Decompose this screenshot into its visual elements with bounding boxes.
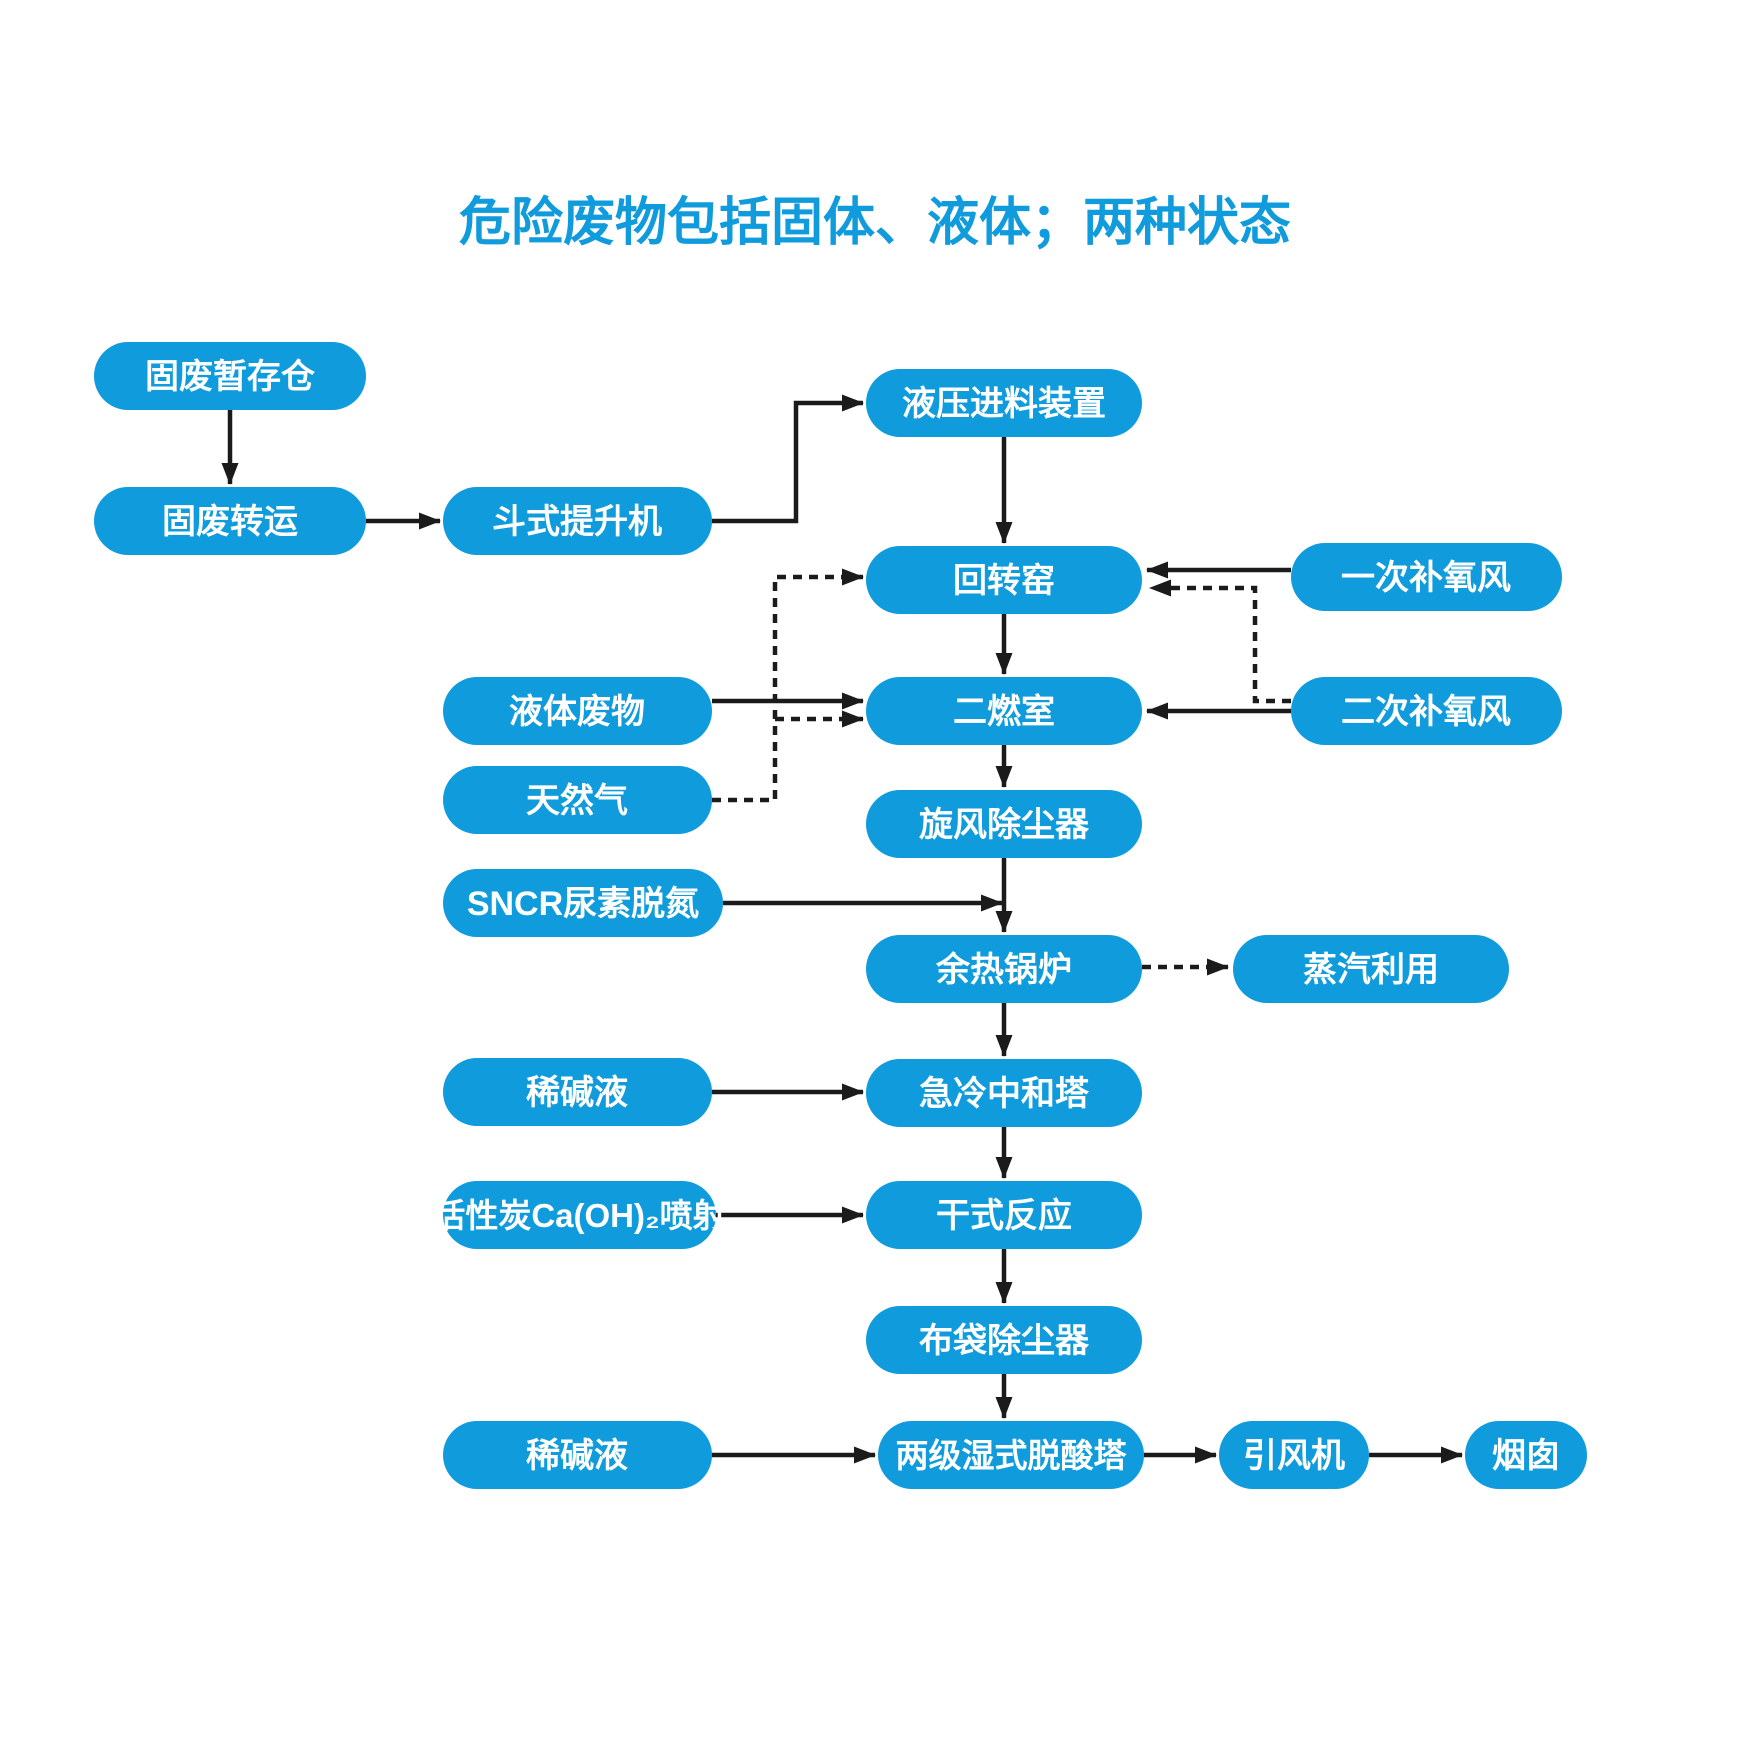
node-label: 一次补氧风 — [1341, 559, 1511, 597]
diagram-title: 危险废物包括固体、液体；两种状态 — [459, 194, 1291, 252]
node-pill — [1233, 935, 1509, 1003]
node-label: 二燃室 — [953, 692, 1055, 731]
node-dilute-alkali-2: 稀碱液 — [443, 1421, 712, 1489]
node-pill — [443, 766, 712, 834]
node-bag-filter: 布袋除尘器 — [866, 1306, 1142, 1374]
node-pill — [94, 487, 366, 555]
edges-solid — [221, 394, 1463, 1464]
node-label: 蒸汽利用 — [1303, 951, 1439, 989]
node-pill — [878, 1421, 1144, 1489]
node-pill — [443, 1181, 716, 1249]
node-pill — [1291, 677, 1562, 745]
node-label: 固废暂存仓 — [145, 358, 316, 396]
node-pill — [1291, 543, 1562, 611]
node-label: 旋风除尘器 — [919, 805, 1090, 844]
edge-elevator-to-feeder — [712, 394, 864, 524]
node-liquid-waste: 液体废物 — [443, 677, 712, 745]
node-pill — [1465, 1421, 1587, 1489]
node-pill — [94, 342, 366, 410]
node-hydraulic-feeding-device: 液压进料装置 — [866, 369, 1142, 437]
node-secondary-oxygen-air: 二次补氧风 — [1291, 677, 1562, 745]
node-quench-neutralization-tower: 急冷中和塔 — [866, 1059, 1142, 1127]
node-label: 稀碱液 — [526, 1437, 628, 1475]
node-label: 干式反应 — [936, 1197, 1072, 1235]
node-two-stage-wet-deacidification-tower: 两级湿式脱酸塔 — [878, 1421, 1144, 1489]
node-pill — [866, 677, 1142, 745]
node-pill — [866, 935, 1142, 1003]
node-label: 余热锅炉 — [935, 950, 1072, 989]
node-waste-heat-boiler: 余热锅炉 — [866, 935, 1142, 1003]
node-label: 天然气 — [526, 781, 628, 820]
node-secondary-combustion-chamber: 二燃室 — [866, 677, 1142, 745]
node-label: 活性炭Ca(OH)₂喷射 — [432, 1197, 725, 1234]
node-pill — [866, 369, 1142, 437]
node-pill — [443, 677, 712, 745]
node-cyclone-dust-collector: 旋风除尘器 — [866, 790, 1142, 858]
node-label: 两级湿式脱酸塔 — [896, 1437, 1128, 1474]
node-pill — [866, 546, 1142, 614]
node-pill — [866, 1306, 1142, 1374]
node-label: 回转窑 — [953, 562, 1055, 600]
node-label: 固废转运 — [162, 503, 298, 541]
node-solid-waste-storage-bin: 固废暂存仓 — [94, 342, 366, 410]
node-label: 稀碱液 — [526, 1074, 628, 1112]
node-pill — [443, 869, 723, 937]
node-sncr-urea-denitrification: SNCR尿素脱氮 — [443, 869, 723, 937]
node-pill — [1219, 1421, 1369, 1489]
edge-secondary-air-to-kiln — [1149, 579, 1291, 704]
node-label: 斗式提升机 — [492, 503, 662, 541]
node-pill — [443, 1058, 712, 1126]
node-steam-utilization: 蒸汽利用 — [1233, 935, 1509, 1003]
node-induced-draft-fan: 引风机 — [1219, 1421, 1369, 1489]
node-solid-waste-transfer: 固废转运 — [94, 487, 366, 555]
node-label: 急冷中和塔 — [919, 1075, 1090, 1113]
node-chimney: 烟囱 — [1465, 1421, 1587, 1489]
node-dry-reaction: 干式反应 — [866, 1181, 1142, 1249]
node-label: 烟囱 — [1492, 1437, 1560, 1475]
node-label: 引风机 — [1243, 1437, 1345, 1475]
node-label: 二次补氧风 — [1341, 693, 1511, 731]
node-label: 液压进料装置 — [902, 385, 1106, 423]
node-activated-carbon-caoh2-injection: 活性炭Ca(OH)₂喷射 — [432, 1181, 726, 1249]
node-pill — [866, 1059, 1142, 1127]
node-natural-gas: 天然气 — [443, 766, 712, 834]
node-primary-oxygen-air: 一次补氧风 — [1291, 543, 1562, 611]
node-dilute-alkali-1: 稀碱液 — [443, 1058, 712, 1126]
node-rotary-kiln: 回转窑 — [866, 546, 1142, 614]
node-bucket-elevator: 斗式提升机 — [443, 487, 712, 555]
edge-gas-to-kiln — [712, 568, 864, 803]
node-label: 布袋除尘器 — [919, 1321, 1090, 1360]
node-label: 液体废物 — [509, 693, 645, 731]
node-pill — [443, 487, 712, 555]
edges-dashed — [712, 568, 1291, 976]
node-pill — [866, 1181, 1142, 1249]
node-label: SNCR尿素脱氮 — [467, 885, 699, 923]
node-pill — [866, 790, 1142, 858]
node-pill — [443, 1421, 712, 1489]
